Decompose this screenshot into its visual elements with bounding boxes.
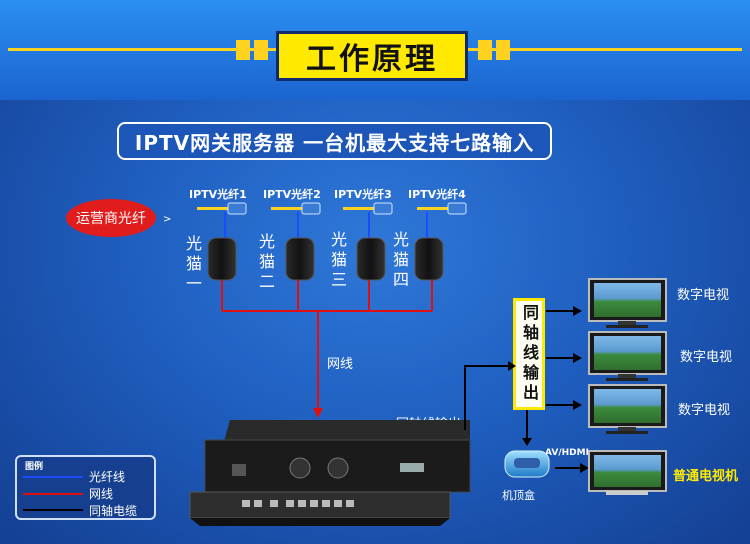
set-top-box-label: 机顶盒	[502, 489, 535, 502]
modem-2-icon	[285, 237, 315, 281]
fiber-connector-3	[343, 202, 393, 215]
tv-label-4: 普通电视机	[673, 469, 739, 484]
network-label: 网线	[327, 357, 354, 372]
tv-label-3: 数字电视	[678, 403, 731, 418]
tv-3-icon	[588, 384, 667, 434]
legend-swatch-network	[23, 493, 83, 495]
network-lines	[221, 280, 433, 410]
fiber-lines	[224, 212, 428, 240]
modem-label-4: 光猫四	[392, 230, 409, 289]
tv-2-icon	[588, 331, 667, 381]
avhdmi-arrow-icon	[580, 463, 589, 473]
coax-output-box: 同轴线输出	[513, 298, 545, 410]
header-banner: 工作原理	[0, 0, 750, 100]
fiber-label-1: IPTV光纤1	[189, 188, 247, 201]
subtitle-box: IPTV网关服务器 一台机最大支持七路输入	[117, 122, 552, 160]
coax-arrow-stb-icon	[522, 438, 532, 446]
coax-box-text: 同轴线输出	[520, 304, 539, 404]
provider-arrow-icon: >	[163, 214, 171, 225]
tv-label-1: 数字电视	[677, 288, 730, 303]
tv-4-icon	[588, 450, 667, 495]
modem-1-icon	[207, 237, 237, 281]
banner-chevron-left-inner	[254, 40, 268, 60]
modem-3-icon	[356, 237, 386, 281]
coax-arrow-tv2-icon	[573, 353, 582, 363]
optical-modems	[207, 237, 444, 281]
coax-arrow-tv3-icon	[573, 400, 582, 410]
tv-label-2: 数字电视	[680, 350, 733, 365]
fiber-connectors	[197, 202, 467, 215]
modem-label-3: 光猫三	[330, 230, 347, 289]
iptv-gateway-server-icon	[189, 420, 471, 526]
modem-label-2: 光猫二	[258, 232, 275, 291]
coax-arrow-tv1-icon	[573, 306, 582, 316]
banner-chevron-left-outer	[236, 40, 250, 60]
fiber-connector-4	[417, 202, 467, 215]
legend-label-coax: 同轴电缆	[89, 504, 138, 518]
fiber-label-2: IPTV光纤2	[263, 188, 321, 201]
coax-arrow-in-icon	[508, 361, 516, 371]
modem-4-icon	[414, 237, 444, 281]
fiber-connector-2	[271, 202, 321, 215]
legend-title: 图例	[25, 462, 44, 472]
legend-box: 图例 光纤线 网线 同轴电缆	[15, 455, 156, 520]
legend-swatch-fiber	[23, 476, 83, 478]
page-title: 工作原理	[276, 31, 468, 81]
fiber-label-4: IPTV光纤4	[408, 188, 466, 201]
tv-1-icon	[588, 278, 667, 328]
fiber-connector-1	[197, 202, 247, 215]
coax-lines	[464, 310, 582, 469]
avhdmi-label: AV/HDMI	[545, 448, 589, 458]
legend-swatch-coax	[23, 509, 83, 511]
banner-chevron-right-outer	[496, 40, 510, 60]
modem-label-1: 光猫一	[185, 234, 202, 293]
legend-label-network: 网线	[89, 487, 114, 501]
fiber-label-3: IPTV光纤3	[334, 188, 392, 201]
coax-arrows	[508, 306, 589, 473]
provider-fiber-badge: 运营商光纤	[66, 199, 156, 237]
network-arrow-icon	[313, 408, 323, 418]
legend-label-fiber: 光纤线	[89, 470, 126, 484]
set-top-box-icon	[504, 450, 550, 478]
banner-chevron-right-inner	[478, 40, 492, 60]
